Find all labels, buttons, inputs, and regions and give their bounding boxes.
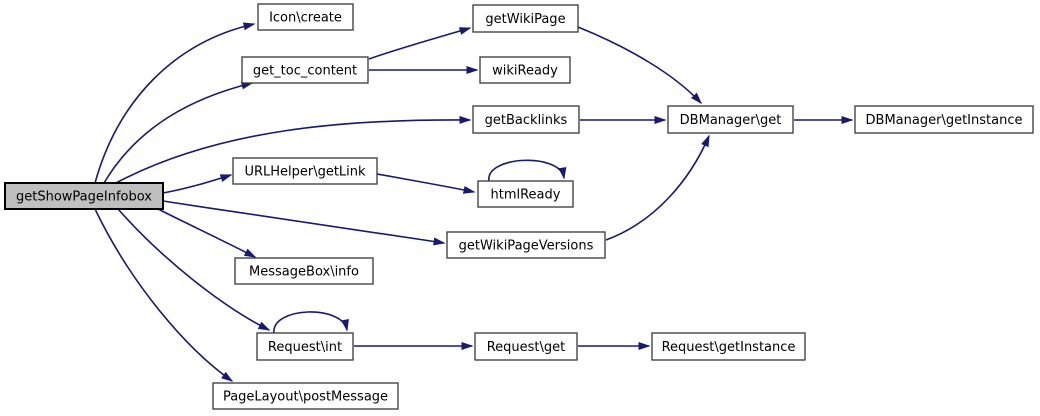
node-messagebox-info[interactable]: MessageBox\info — [234, 257, 374, 285]
node-htmlready[interactable]: htmlReady — [477, 180, 574, 208]
edge-getShowPageInfobox-to-get-toc-content — [103, 81, 254, 184]
node-label-htmlready: htmlReady — [491, 188, 561, 203]
node-icon-create[interactable]: Icon\create — [257, 3, 354, 31]
node-box-messagebox-info[interactable] — [234, 257, 374, 285]
node-getwikipage[interactable]: getWikiPage — [472, 4, 579, 33]
edge-getShowPageInfobox-to-pagelayout-postmessage — [94, 208, 234, 382]
node-box-htmlready[interactable] — [477, 180, 574, 208]
node-label-getShowPageInfobox: getShowPageInfobox — [16, 190, 152, 205]
node-getbacklinks[interactable]: getBacklinks — [472, 105, 580, 134]
node-request-get[interactable]: Request\get — [474, 332, 578, 361]
node-label-urlhelper-getlink: URLHelper\getLink — [244, 165, 366, 180]
node-pagelayout-postmessage[interactable]: PageLayout\postMessage — [212, 382, 399, 410]
node-label-getbacklinks: getBacklinks — [485, 113, 568, 128]
edge-getShowPageInfobox-to-messagebox-info — [157, 208, 257, 258]
node-box-dbmanager-get[interactable] — [667, 105, 794, 134]
node-box-getwikipageversions[interactable] — [446, 231, 606, 259]
node-get-toc-content[interactable]: get_toc_content — [241, 56, 369, 84]
node-dbmanager-get[interactable]: DBManager\get — [667, 105, 794, 134]
edge-getShowPageInfobox-to-getwikipageversions — [162, 200, 446, 246]
node-getShowPageInfobox: getShowPageInfobox — [4, 182, 164, 210]
node-label-wikiready: wikiReady — [492, 64, 558, 79]
edge-getShowPageInfobox-to-request-int — [117, 208, 271, 331]
edge-htmlready-to-htmlready — [488, 159, 567, 182]
node-label-dbmanager-get: DBManager\get — [680, 113, 782, 128]
node-box-get-toc-content[interactable] — [241, 56, 369, 84]
node-request-getinstance[interactable]: Request\getInstance — [651, 332, 806, 361]
node-getwikipageversions[interactable]: getWikiPageVersions — [446, 231, 606, 259]
node-request-int[interactable]: Request\int — [256, 332, 354, 361]
node-wikiready[interactable]: wikiReady — [479, 56, 571, 84]
node-box-icon-create[interactable] — [257, 3, 354, 31]
node-label-dbmanager-getinstance: DBManager\getInstance — [866, 113, 1023, 128]
node-box-getbacklinks[interactable] — [472, 105, 580, 134]
node-box-getShowPageInfobox — [4, 182, 164, 210]
node-box-dbmanager-getinstance[interactable] — [854, 105, 1034, 134]
node-label-request-get: Request\get — [487, 340, 566, 355]
node-box-wikiready[interactable] — [479, 56, 571, 84]
edge-urlhelper-getlink-to-htmlready — [376, 173, 476, 194]
node-box-request-int[interactable] — [256, 332, 354, 361]
node-box-request-get[interactable] — [474, 332, 578, 361]
edge-getShowPageInfobox-to-icon-create — [94, 22, 256, 184]
node-label-getwikipageversions: getWikiPageVersions — [459, 239, 594, 254]
node-label-getwikipage: getWikiPage — [485, 12, 565, 27]
edge-getShowPageInfobox-to-getbacklinks — [115, 115, 472, 184]
edge-getwikipageversions-to-dbmanager-get — [605, 134, 710, 241]
nodes-layer: getShowPageInfobox Icon\create get_toc_con… — [4, 3, 1034, 410]
node-label-request-int: Request\int — [268, 340, 342, 355]
node-dbmanager-getinstance[interactable]: DBManager\getInstance — [854, 105, 1034, 134]
node-urlhelper-getlink[interactable]: URLHelper\getLink — [232, 157, 378, 185]
edge-get-toc-content-to-getwikipage — [368, 27, 472, 60]
node-label-messagebox-info: MessageBox\info — [249, 265, 359, 280]
node-box-request-getinstance[interactable] — [651, 332, 806, 361]
node-label-get-toc-content: get_toc_content — [253, 64, 357, 79]
edge-request-int-to-request-int — [273, 311, 349, 334]
node-label-icon-create: Icon\create — [269, 11, 342, 26]
edge-getwikipage-to-dbmanager-get — [577, 26, 703, 105]
edges-layer — [94, 22, 854, 382]
edge-getShowPageInfobox-to-urlhelper-getlink — [162, 174, 233, 194]
node-box-urlhelper-getlink[interactable] — [232, 157, 378, 185]
node-box-getwikipage[interactable] — [472, 4, 579, 33]
node-box-pagelayout-postmessage[interactable] — [212, 382, 399, 410]
node-label-request-getinstance: Request\getInstance — [662, 340, 796, 355]
node-label-pagelayout-postmessage: PageLayout\postMessage — [223, 390, 388, 405]
